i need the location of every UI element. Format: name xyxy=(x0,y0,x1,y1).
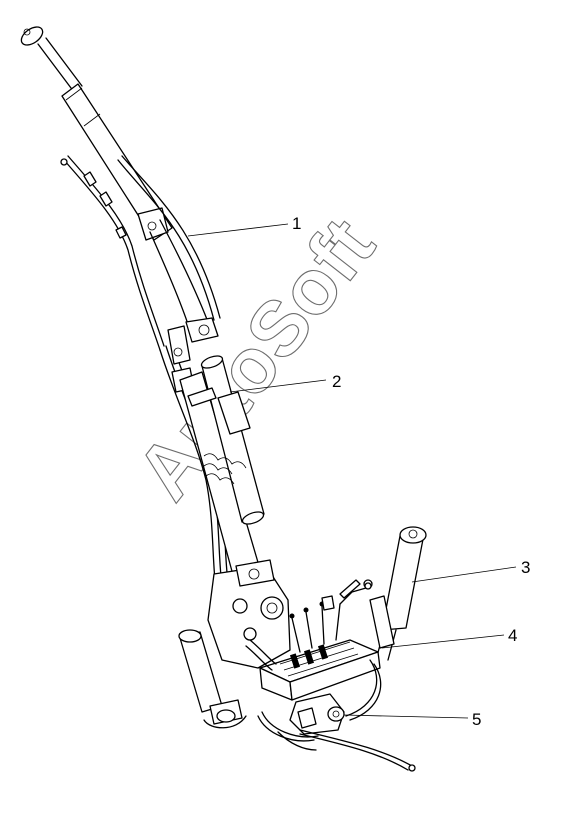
callout-4: 4 xyxy=(508,626,517,645)
swing-frame xyxy=(207,559,291,669)
outrigger-cylinder-left xyxy=(178,629,247,729)
boom-cylinder xyxy=(20,26,221,331)
callout-3: 3 xyxy=(521,558,530,577)
pump-unit xyxy=(257,693,416,772)
watermark: AutoSoft xyxy=(119,202,391,516)
leader-lines xyxy=(187,223,517,719)
control-valve-block xyxy=(245,582,382,721)
callout-5: 5 xyxy=(472,710,481,729)
callout-1: 1 xyxy=(292,214,301,233)
outrigger-cylinder-right xyxy=(339,526,427,661)
callout-2: 2 xyxy=(332,372,341,391)
